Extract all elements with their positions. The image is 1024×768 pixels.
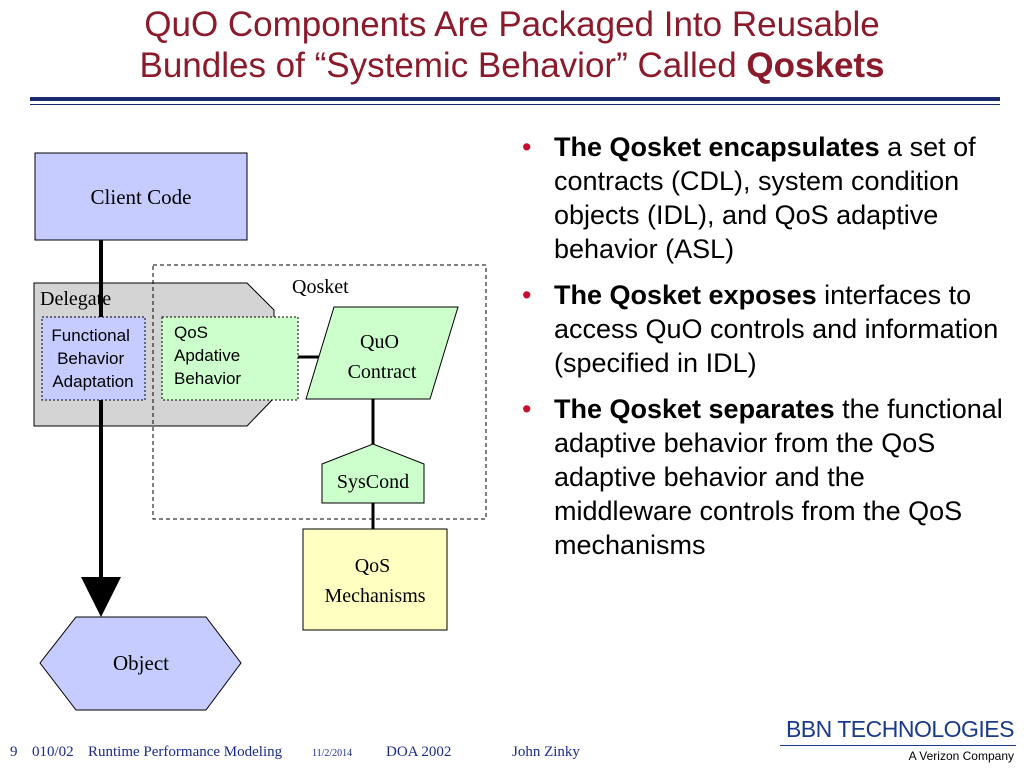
bullet-3-bold: The Qosket separates	[554, 394, 835, 424]
syscond-shape	[321, 443, 425, 504]
bullet-1-bold: The Qosket encapsulates	[554, 132, 880, 162]
slide-footer: 9 010/02 Runtime Performance Modeling 11…	[0, 740, 780, 764]
title-rule-thick	[30, 97, 1000, 101]
bullet-3-text: the functional adaptive behavior from th…	[554, 394, 1003, 560]
qos-mechanisms-label: QoS Mechanisms	[324, 555, 425, 607]
footer-page-number: 9	[10, 744, 18, 760]
footer-venue: DOA 2002	[386, 744, 452, 760]
qosket-boundary	[152, 264, 487, 520]
bullet-item: • The Qosket separates the functional ad…	[518, 392, 1008, 562]
qos-adaptive-line-2: Apdative	[174, 346, 240, 365]
bullet-2-bold: The Qosket exposes	[554, 280, 817, 310]
footer-talk: Runtime Performance Modeling	[88, 744, 283, 760]
quo-contract-line-2: Contract	[348, 361, 417, 383]
functional-label: Functional Behavior Adaptation	[51, 326, 134, 391]
object-label: Object	[113, 651, 169, 675]
qos-adaptive-line-3: Behavior	[174, 369, 241, 388]
qos-mechanisms-line-1: QoS	[355, 555, 391, 577]
bullet-dot: •	[522, 394, 532, 424]
functional-line-2: Behavior	[57, 349, 124, 368]
bullet-dot: •	[522, 132, 532, 162]
bullet-item: • The Qosket exposes interfaces to acces…	[518, 278, 1008, 380]
functional-behavior-box	[41, 316, 146, 401]
title-qoskets: Qoskets	[746, 46, 885, 85]
client-code-label: Client Code	[91, 185, 192, 209]
quo-contract-label: QuO Contract	[348, 331, 417, 383]
brand-subtitle: A Verizon Company	[908, 749, 1014, 763]
syscond-label: SysCond	[337, 471, 409, 493]
qos-mechanisms-box	[302, 528, 448, 631]
bullet-1-text: a set of contracts (CDL), system conditi…	[554, 132, 976, 264]
title-rule-thin	[30, 104, 1000, 105]
qos-adaptive-line-1: QoS	[174, 323, 208, 342]
quo-contract-shape	[305, 306, 459, 400]
delegate-label: Delegate	[40, 288, 111, 310]
footer-author: John Zinky	[512, 744, 580, 760]
functional-line-3: Adaptation	[52, 372, 133, 391]
title-line-2-text: Bundles of “Systemic Behavior” Called	[139, 46, 747, 85]
bbn-logo: BBN TECHNOLOGIES A Verizon Company	[770, 716, 1020, 766]
slide-title: QuO Components Are Packaged Into Reusabl…	[0, 4, 1024, 86]
functional-line-1: Functional	[51, 326, 129, 345]
bullet-2-text: interfaces to access QuO controls and in…	[554, 280, 999, 378]
title-line-2: Bundles of “Systemic Behavior” Called Qo…	[0, 45, 1024, 86]
brand-name: BBN TECHNOLOGIES	[785, 716, 1015, 742]
qosket-label: Qosket	[292, 276, 349, 298]
bullet-dot: •	[522, 280, 532, 310]
qos-mechanisms-line-2: Mechanisms	[324, 585, 425, 607]
qos-adaptive-label: QoS Apdative Behavior	[174, 323, 245, 388]
bullet-item: • The Qosket encapsulates a set of contr…	[518, 130, 1008, 266]
object-shape	[39, 616, 242, 711]
bullet-list: • The Qosket encapsulates a set of contr…	[518, 130, 1008, 574]
title-line-1: QuO Components Are Packaged Into Reusabl…	[144, 5, 880, 44]
footer-date: 11/2/2014	[312, 748, 353, 759]
brand-divider	[780, 745, 1016, 746]
footer-code: 010/02	[32, 744, 74, 760]
client-code-box	[34, 152, 248, 241]
quo-contract-line-1: QuO	[360, 331, 399, 353]
